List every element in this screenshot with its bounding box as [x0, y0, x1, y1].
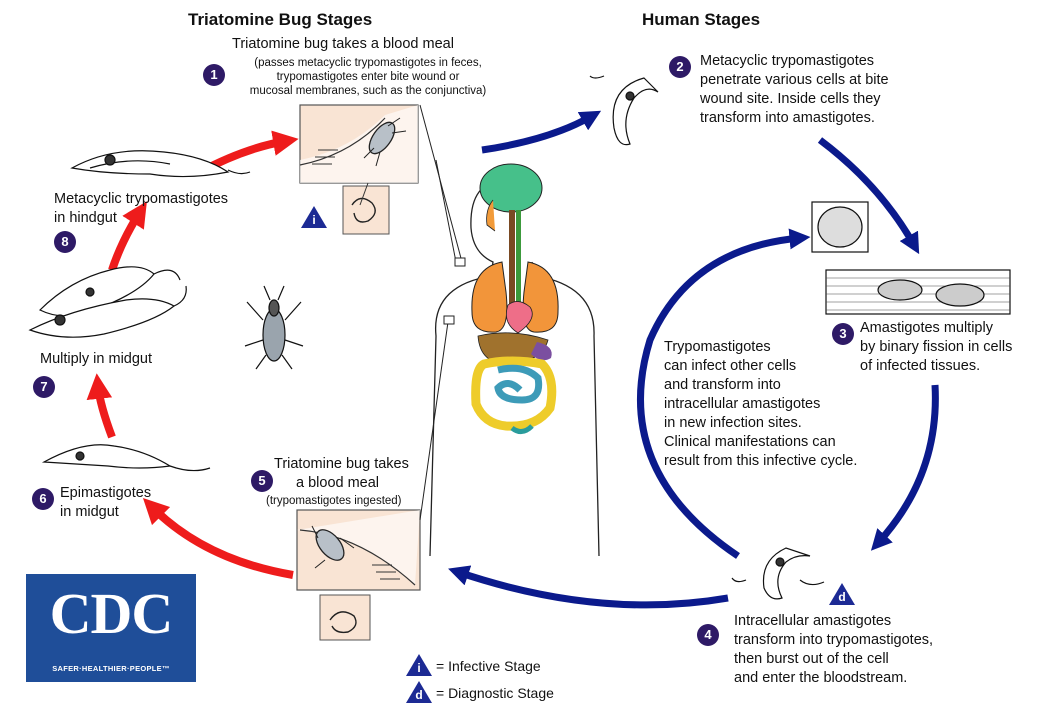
heading-human-stages: Human Stages: [642, 10, 761, 29]
stage-1-detail-c: mucosal membranes, such as the conjuncti…: [249, 85, 487, 97]
diagnostic-triangle-icon: [406, 681, 432, 703]
metacyclic-parasite: [70, 150, 230, 178]
infective-triangle-icon: [301, 206, 327, 228]
infected-cell: [817, 206, 863, 248]
arrow-reinfection: [636, 228, 811, 559]
legend-infective-label: = Infective Stage: [436, 658, 541, 674]
epimastigote-parasite: [41, 444, 172, 469]
stage-4-line-b: transform into trypomastigotes,: [734, 632, 934, 648]
legend-diagnostic-label: = Diagnostic Stage: [436, 685, 554, 701]
stage-1-detail-b: trypomastigotes enter bite wound or: [276, 71, 460, 83]
human-body: [419, 104, 600, 557]
arrow-5-to-6: [142, 497, 294, 579]
heading-bug-stages: Triatomine Bug Stages: [188, 10, 373, 29]
legend-infective-letter: i: [417, 661, 421, 675]
stage-8-line-b: in hindgut: [54, 210, 117, 226]
parasite-illustrations-human: [589, 75, 1011, 600]
stage-6-line-a: Epimastigotes: [60, 485, 152, 501]
stage-3-line-a: Amastigotes multiply: [860, 320, 993, 336]
cdc-logo-wordmark: CDC: [49, 581, 174, 646]
penetrating-trypomastigote: [612, 77, 659, 146]
reinfection-line-a: Trypomastigotes: [664, 339, 771, 355]
stage-4-badge: 4: [697, 624, 719, 646]
stage-8-badge: 8: [54, 231, 76, 253]
triatomine-bug-icon: [244, 285, 304, 370]
infective-triangle-icon: [406, 654, 432, 676]
arrow-7-to-8: [108, 201, 147, 272]
stage-4-line-c: then burst out of the cell: [734, 651, 889, 667]
stage-2-line-a: Metacyclic trypomastigotes: [700, 53, 875, 69]
infective-stage-marker: i: [301, 206, 327, 228]
arrow-6-to-7: [86, 373, 116, 439]
stage-4-line-d: and enter the bloodstream.: [734, 670, 908, 686]
bursting-trypomastigote: [762, 547, 811, 600]
stage-6-line-b: in midgut: [60, 504, 119, 520]
parasite-illustrations-bug: [28, 150, 304, 472]
stage-1-badge: 1: [203, 64, 225, 86]
stage-7-badge: 7: [33, 376, 55, 398]
stage-2-line-c: wound site. Inside cells they: [700, 91, 881, 107]
stage-8-line-a: Metacyclic trypomastigotes: [54, 191, 229, 207]
stage-3-line-c: of infected tissues.: [860, 358, 981, 374]
infective-marker-letter: i: [312, 213, 316, 227]
stage-4-line-a: Intracellular amastigotes: [734, 613, 892, 629]
stage-3-line-b: by binary fission in cells: [860, 339, 1013, 355]
midgut-parasite-b: [28, 298, 176, 338]
stage-1-detail-a: (passes metacyclic trypomastigotes in fe…: [254, 57, 482, 69]
reinfection-line-d: intracellular amastigotes: [664, 396, 821, 412]
cdc-logo-tagline: SAFER·HEALTHIER·PEOPLE™: [52, 664, 170, 673]
reinfection-line-e: in new infection sites.: [664, 415, 802, 431]
reinfection-line-c: and transform into: [664, 377, 781, 393]
bite-panel-5: [296, 509, 421, 641]
stage-3-badge: 3: [832, 323, 854, 345]
stage-5-detail: (trypomastigotes ingested): [266, 495, 402, 507]
arrow-3-to-4: [870, 384, 939, 551]
stage-2-line-d: transform into amastigotes.: [700, 110, 875, 126]
stage-5-line-a: Triatomine bug takes: [274, 456, 409, 472]
stage-7-line: Multiply in midgut: [40, 351, 153, 367]
reinfection-line-b: can infect other cells: [664, 358, 797, 374]
diagnostic-stage-marker: d: [829, 583, 855, 605]
legend-infective-symbol: i: [406, 654, 432, 676]
stage-2-line-b: penetrate various cells at bite: [700, 72, 889, 88]
arrow-2-to-3: [817, 137, 920, 255]
stage-6-badge: 6: [32, 488, 54, 510]
reinfection-line-g: result from this infective cycle.: [664, 453, 858, 469]
arrow-1-to-2: [481, 110, 602, 154]
legend-diagnostic-letter: d: [415, 688, 423, 702]
stage-1-title: Triatomine bug takes a blood meal: [232, 36, 454, 52]
diagnostic-marker-letter: d: [838, 590, 846, 604]
stage-5-badge: 5: [251, 470, 273, 492]
legend-diagnostic-symbol: d: [406, 681, 432, 703]
cdc-logo: CDC SAFER·HEALTHIER·PEOPLE™: [26, 574, 196, 682]
diagnostic-triangle-icon: [829, 583, 855, 605]
arrow-4-to-5: [448, 565, 729, 609]
reinfection-line-f: Clinical manifestations can: [664, 434, 836, 450]
muscle-tissue: [825, 269, 1011, 315]
bite-panel-1: [299, 104, 419, 235]
stage-2-badge: 2: [669, 56, 691, 78]
stage-5-line-b: a blood meal: [296, 475, 380, 491]
